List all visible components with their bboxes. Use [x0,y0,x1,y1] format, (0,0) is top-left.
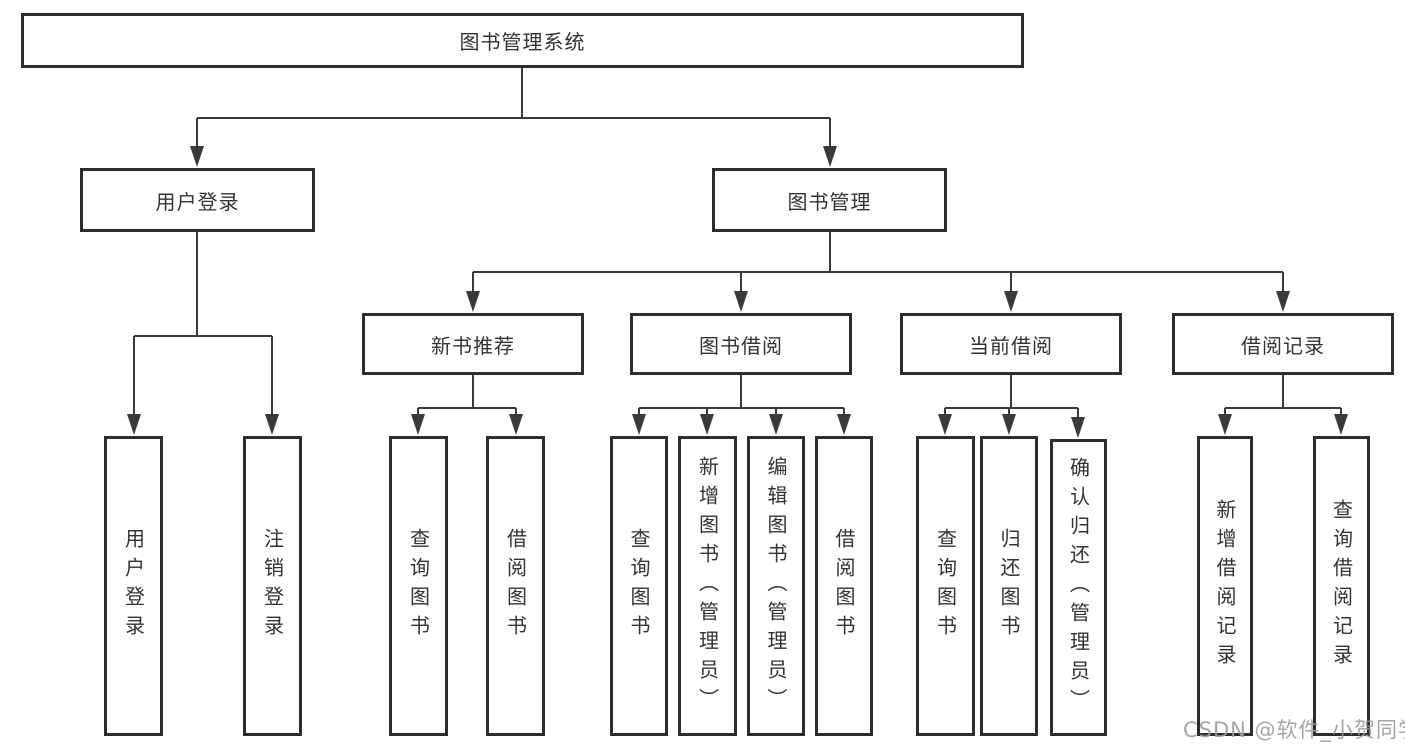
leaf-current-confirm-return-admin: 确认归还（管理员） [1050,439,1107,736]
leaf-current-query-books: 查询图书 [916,436,975,736]
node-root-system: 图书管理系统 [21,13,1024,68]
leaf-borrow-edit-books-admin: 编辑图书（管理员） [747,436,805,736]
leaf-recommend-query-books: 查询图书 [389,436,448,736]
tree-edges [133,68,1342,421]
arrowheads [127,146,1348,438]
leaf-user-login: 用户登录 [104,436,163,736]
leaf-recommend-borrow-books: 借阅图书 [486,436,545,736]
node-book-borrow: 图书借阅 [630,313,852,375]
leaf-borrow-add-books-admin: 新增图书（管理员） [678,436,737,736]
node-borrow-record: 借阅记录 [1172,313,1394,375]
leaf-record-query-borrow-record: 查询借阅记录 [1313,436,1370,736]
leaf-record-add-borrow-record: 新增借阅记录 [1197,436,1253,736]
leaf-borrow-borrow-books: 借阅图书 [815,436,873,736]
leaf-logout: 注销登录 [243,436,302,736]
node-user-login: 用户登录 [80,168,315,232]
leaf-current-return-books: 归还图书 [980,436,1038,736]
node-new-book-recommend: 新书推荐 [362,313,584,375]
node-current-borrow: 当前借阅 [900,313,1122,375]
node-book-management: 图书管理 [712,168,947,232]
csdn-watermark: CSDN @软件_小贺同学 [1183,718,1405,742]
leaf-borrow-query-books: 查询图书 [610,436,668,736]
